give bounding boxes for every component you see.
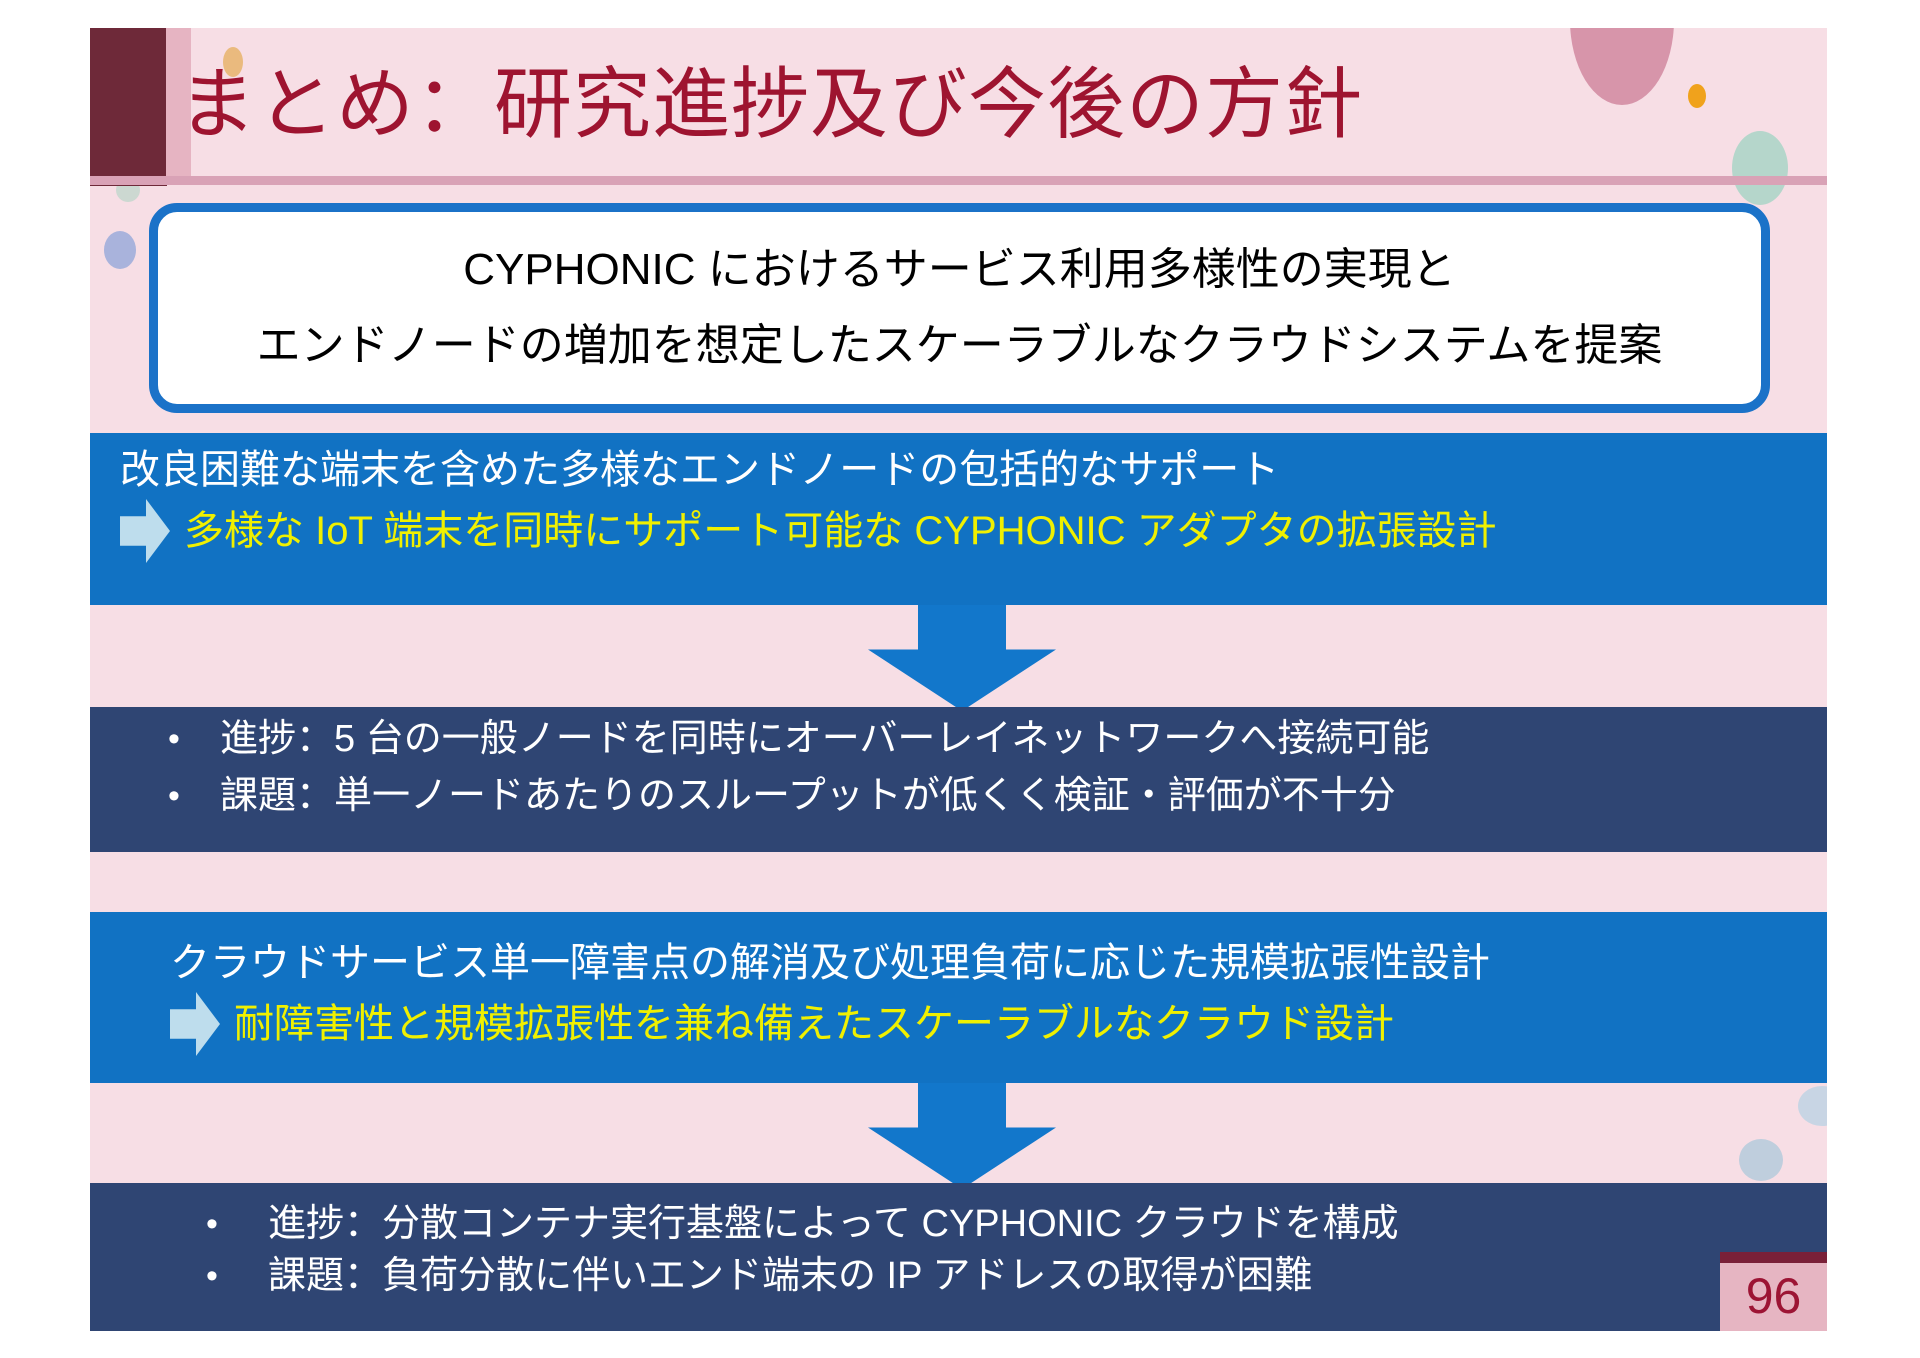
slide: まとめ：研究進捗及び今後の方針 CYPHONIC におけるサービス利用多様性の実… (90, 28, 1827, 1331)
topic2-banner: クラウドサービス単一障害点の解消及び処理負荷に応じた規模拡張性設計 耐障害性と規… (90, 912, 1827, 1083)
deco-tan-dot (223, 47, 243, 77)
proposal-line-1: CYPHONIC におけるサービス利用多様性の実現と (463, 245, 1456, 294)
deco-periwinkle-circle (104, 231, 136, 269)
bullet-icon: • (168, 777, 180, 815)
title-divider (90, 176, 1827, 185)
page-number: 96 (1745, 1268, 1802, 1324)
page-number-strip (1720, 1252, 1827, 1263)
status2-item-2: 課題：負荷分散に伴いエンド端末の IP アドレスの取得が困難 (268, 1255, 1313, 1297)
deco-paleblue-circle-2 (1739, 1139, 1783, 1181)
title-accent-block (90, 28, 167, 186)
bullet-icon: • (206, 1205, 218, 1243)
bullet-icon: • (206, 1257, 218, 1295)
topic1-banner: 改良困難な端末を含めた多様なエンドノードの包括的なサポート 多様な IoT 端末… (90, 433, 1827, 605)
down-arrow-icon-2 (868, 1083, 1056, 1189)
status2-banner: • 進捗：分散コンテナ実行基盤によって CYPHONIC クラウドを構成 • 課… (90, 1183, 1827, 1331)
page-number-box: 96 (1720, 1252, 1827, 1331)
arrow-right-icon (170, 992, 220, 1056)
proposal-box: CYPHONIC におけるサービス利用多様性の実現と エンドノードの増加を想定し… (149, 203, 1770, 413)
title-accent-strip (166, 28, 191, 178)
topic1-approach: 多様な IoT 端末を同時にサポート可能な CYPHONIC アダプタの拡張設計 (184, 509, 1497, 553)
status2-item-1: 進捗：分散コンテナ実行基盤によって CYPHONIC クラウドを構成 (268, 1203, 1399, 1245)
slide-title: まとめ：研究進捗及び今後の方針 (178, 60, 1364, 148)
arrow-right-icon (120, 499, 170, 563)
topic2-approach: 耐障害性と規模拡張性を兼ね備えたスケーラブルなクラウド設計 (234, 1002, 1394, 1046)
deco-paleblue-circle-right (1798, 1086, 1827, 1126)
status1-banner: • 進捗：5 台の一般ノードを同時にオーバーレイネットワークへ接続可能 • 課題… (90, 707, 1827, 852)
topic2-heading: クラウドサービス単一障害点の解消及び処理負荷に応じた規模拡張性設計 (170, 941, 1490, 985)
down-arrow-icon-1 (868, 605, 1056, 711)
proposal-line-2: エンドノードの増加を想定したスケーラブルなクラウドシステムを提案 (256, 321, 1663, 370)
deco-teal-circle (1732, 131, 1788, 205)
topic1-heading: 改良困難な端末を含めた多様なエンドノードの包括的なサポート (120, 448, 1280, 492)
status1-item-1: 進捗：5 台の一般ノードを同時にオーバーレイネットワークへ接続可能 (220, 718, 1430, 760)
bullet-icon: • (168, 720, 180, 758)
status1-item-2: 課題：単一ノードあたりのスループットが低くく検証・評価が不十分 (220, 775, 1396, 817)
deco-orange-dot (1688, 84, 1706, 108)
